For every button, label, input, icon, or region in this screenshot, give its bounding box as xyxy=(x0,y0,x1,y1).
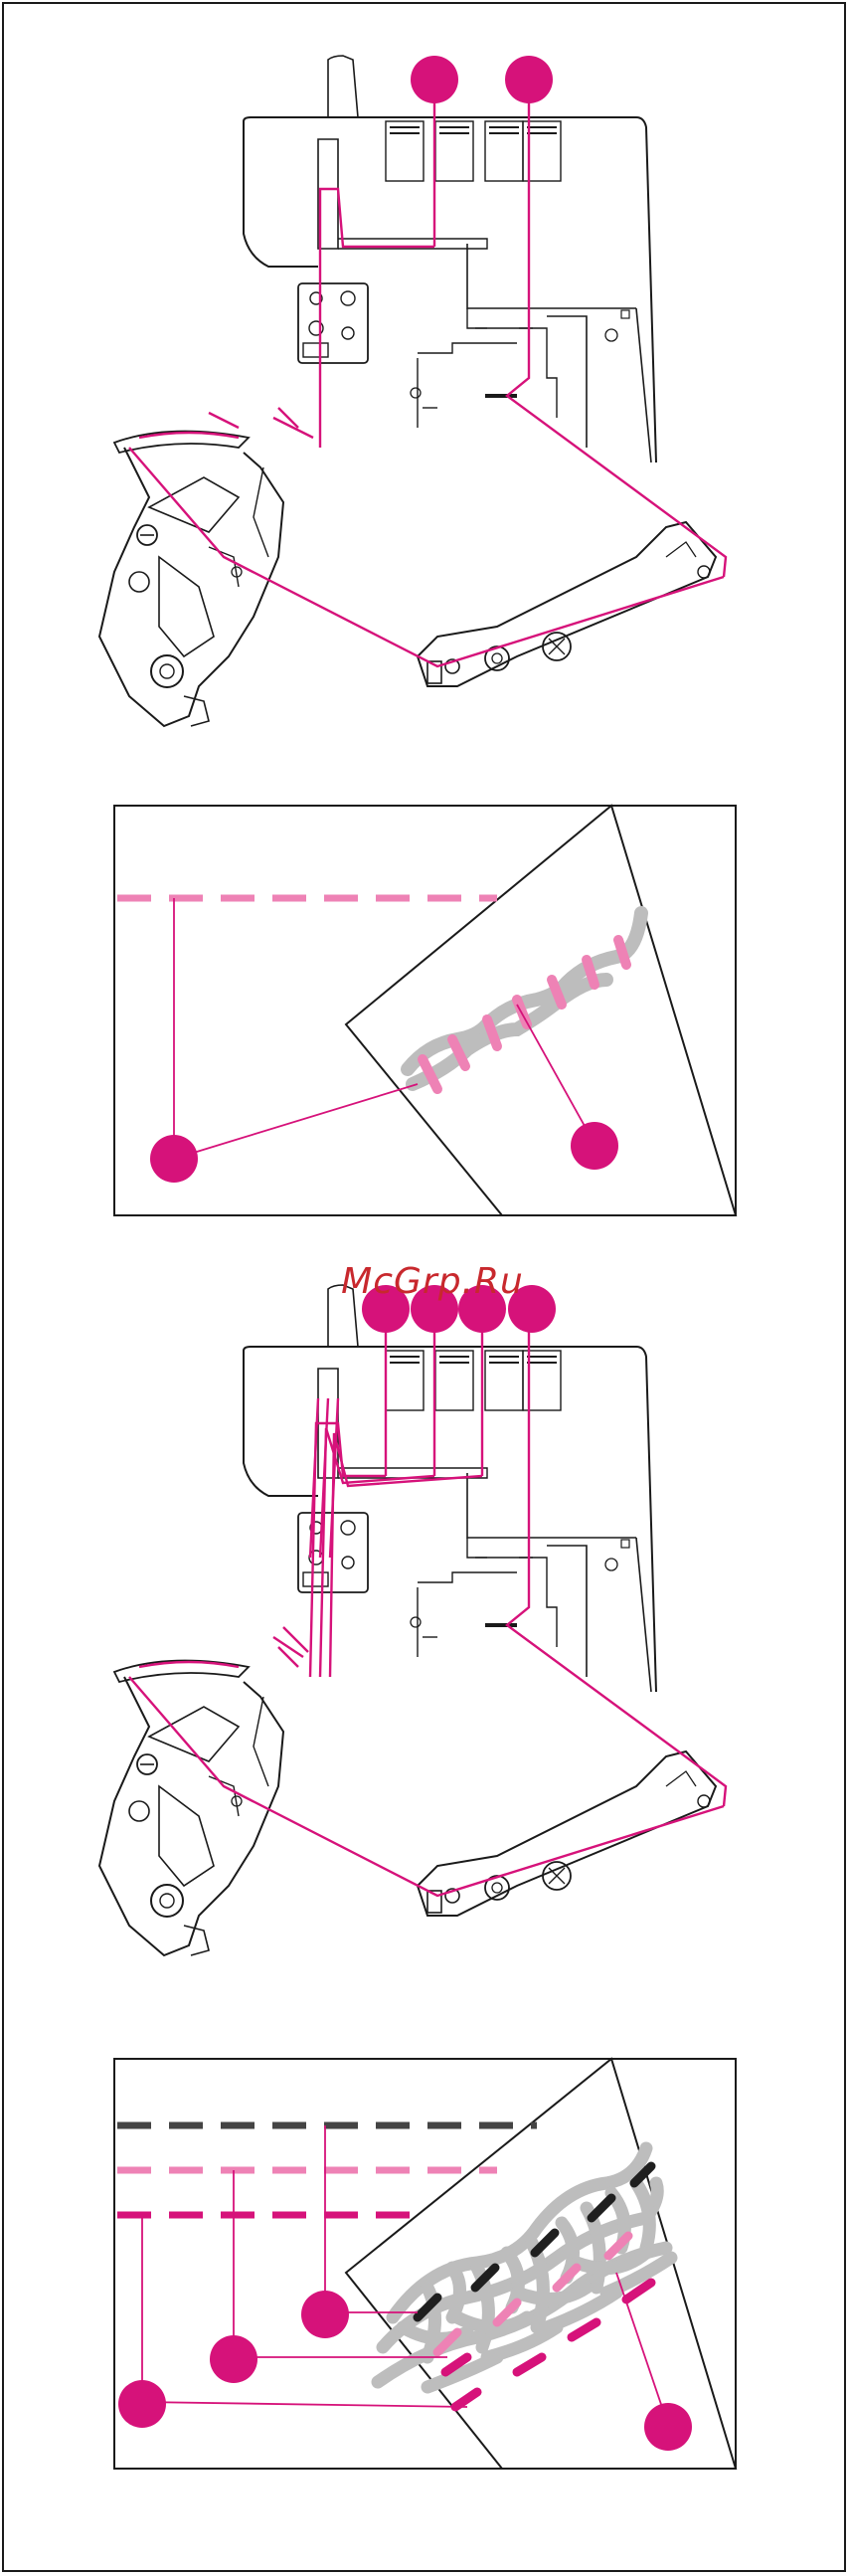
stitch-marker-1 xyxy=(150,1135,198,1183)
watermark-text: McGrp.Ru xyxy=(328,1261,537,1302)
stitch-marker-4-4 xyxy=(644,2403,692,2451)
stitch-diagram-4-thread xyxy=(114,2059,736,2469)
threading-diagram-4-thread xyxy=(99,1285,726,1955)
thread-marker-2 xyxy=(505,56,553,103)
stitch-marker-4-1 xyxy=(301,2291,349,2338)
threading-diagram-2-thread xyxy=(99,56,726,726)
thread-marker-1 xyxy=(411,56,458,103)
stitch-marker-4-3 xyxy=(118,2380,166,2428)
stitch-marker-2 xyxy=(571,1122,618,1170)
stitch-marker-4-2 xyxy=(210,2335,257,2383)
stitch-diagram-2-thread xyxy=(114,806,736,1215)
